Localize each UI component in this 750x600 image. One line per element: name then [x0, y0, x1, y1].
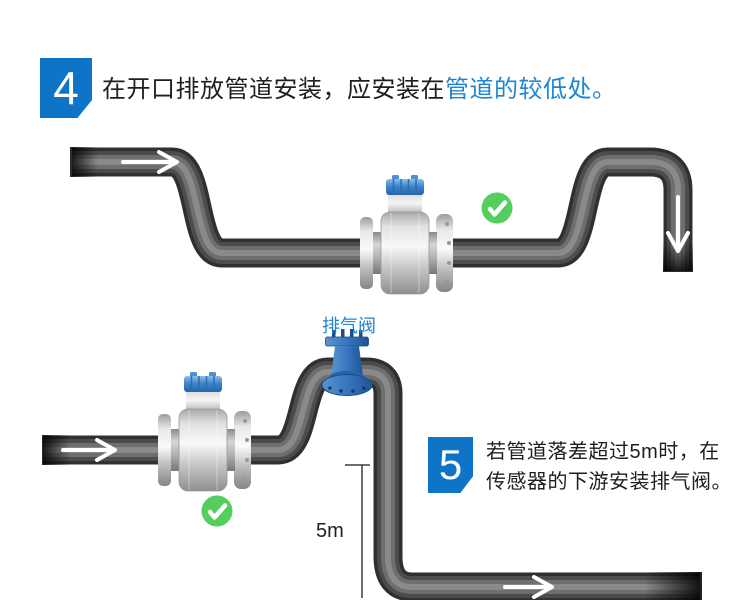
- flow-arrow-right-icon: [121, 150, 179, 174]
- step-number: 4: [53, 62, 79, 114]
- flow-arrow-down-icon: [666, 195, 690, 253]
- pipe-end-shadow: [70, 147, 98, 177]
- vent-valve: [321, 329, 373, 396]
- drop-measure-line: [345, 464, 370, 598]
- drop-height-label: 5m: [316, 520, 344, 542]
- pipe-end-shadow: [644, 572, 702, 600]
- step4-text-highlight: 管道的较低处。: [445, 76, 617, 103]
- flow-arrow-right-icon: [61, 438, 117, 462]
- step-number: 5: [438, 441, 463, 488]
- step-number-badge-4: 4: [40, 58, 92, 118]
- top-diagram: [70, 147, 693, 295]
- step-number-badge-5: 5: [428, 437, 473, 493]
- step5-instruction: 若管道落差超过5m时，在 传感器的下游安装排气阀。: [486, 437, 732, 497]
- check-icon: [482, 193, 513, 224]
- step5-line1: 若管道落差超过5m时，在: [486, 441, 720, 463]
- flowmeter-bottom: [157, 371, 252, 492]
- bottom-diagram: [42, 329, 702, 600]
- flow-arrow-right-icon: [503, 575, 554, 599]
- step4-text-black: 在开口排放管道安装，应安装在: [102, 76, 445, 103]
- step5-line2: 传感器的下游安装排气阀。: [486, 471, 732, 493]
- check-icon: [202, 496, 233, 527]
- flowmeter-top: [359, 174, 454, 295]
- step4-instruction: 在开口排放管道安装，应安装在管道的较低处。: [102, 69, 617, 104]
- vent-valve-label: 排气阀: [322, 316, 376, 336]
